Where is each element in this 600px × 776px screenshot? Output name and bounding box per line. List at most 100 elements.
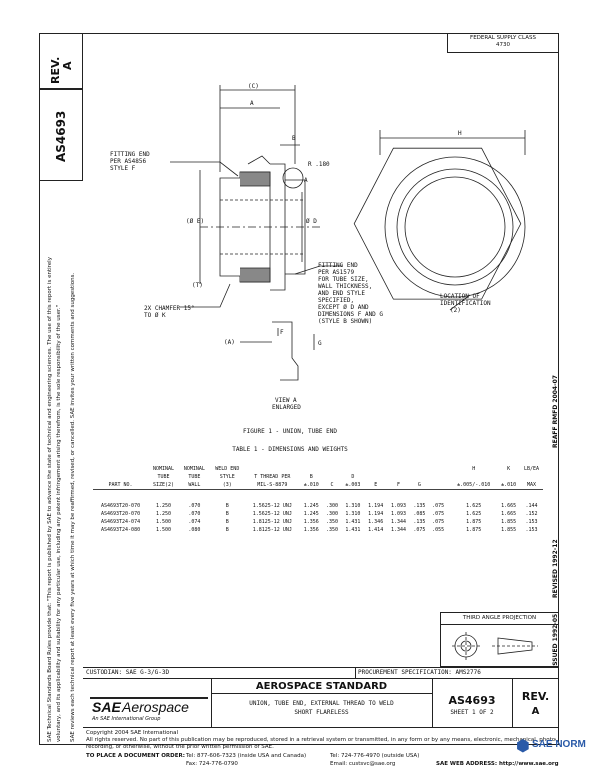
standard-title: AEROSPACE STANDARD: [255, 681, 388, 692]
label-fitting-2-6: EXCEPT Ø D AND: [318, 304, 369, 311]
fsc-value: 4730: [496, 42, 510, 48]
leader-chamfer: [180, 283, 231, 308]
union-tube-end-drawing: (C) A B H FITTING END PER AS4856 STYLE F…: [110, 83, 526, 411]
leader-fitting-end-2: [294, 265, 342, 275]
watermark-text: SAE NORM: [532, 739, 586, 750]
sae-logo-tagline: An SAE International Group: [92, 716, 161, 722]
label-fitting-2-4: AND END STYLE: [318, 290, 365, 297]
title-docnum-divider: [432, 678, 433, 727]
rev-top-box: [39, 33, 83, 89]
rev-top-value: A: [61, 61, 74, 70]
label-a-marker: A: [304, 177, 308, 184]
order-fax: Fax: 724-776-0790: [186, 761, 238, 767]
order-email: Email: custsvc@sae.org: [330, 761, 396, 767]
label-fitting-1a: FITTING END: [110, 151, 150, 158]
label-fitting-2-5: SPECIFIED,: [318, 297, 354, 304]
custodian-bottom-line: [83, 678, 559, 679]
order-label: TO PLACE A DOCUMENT ORDER:: [86, 753, 185, 759]
label-fitting-2-2: FOR TUBE SIZE,: [318, 276, 369, 283]
sae-logo-swoosh-icon: [90, 697, 208, 699]
revised-date: REVISED 1992-12: [552, 539, 559, 598]
third-angle-label: THIRD ANGLE PROJECTION: [462, 615, 537, 621]
label-g: G: [318, 340, 322, 347]
view-a-profile: [272, 321, 299, 381]
label-chamfer-2: TO Ø K: [144, 312, 166, 319]
footer-rights: All rights reserved. No part of this pub…: [86, 737, 556, 743]
fsc-box: [447, 33, 559, 53]
label-e: (Ø E): [186, 218, 204, 225]
watermark-icon: ⬢: [516, 736, 530, 755]
hex-bore-circle: [404, 176, 506, 278]
label-location-2: (2): [450, 307, 461, 314]
leader-fitting-end-1: [170, 161, 239, 177]
title-logo-divider: [211, 678, 212, 727]
title-rev-divider: [512, 678, 513, 727]
notice-line-3: SAE reviews each technical report at lea…: [70, 272, 76, 742]
label-fitting-2-8: (STYLE B SHOWN): [318, 318, 372, 325]
label-a: A: [250, 100, 254, 107]
label-fitting-2-3: WALL THICKNESS,: [318, 283, 372, 290]
order-web: SAE WEB ADDRESS: http://www.sae.org: [436, 761, 559, 767]
rev-bottom-label: REV.: [521, 690, 550, 703]
doc-number: AS4693: [448, 694, 496, 707]
label-c: (C): [248, 83, 259, 90]
label-t: (T): [192, 282, 203, 289]
upper-hatch: [240, 171, 271, 187]
sae-logo-product: Aerospace: [122, 699, 189, 715]
label-fitting-2-7: DIMENSIONS F AND G: [318, 311, 383, 318]
label-h: H: [458, 130, 462, 137]
third-angle-symbol-icon: [452, 632, 538, 660]
footer-recording: recording, or otherwise, without the pri…: [86, 744, 274, 750]
footer-copyright: Copyright 2004 SAE International: [86, 730, 179, 736]
reaffirmed-date: REAFF RMFD 2004-07: [552, 375, 559, 448]
label-d: Ø D: [306, 218, 317, 225]
hex-inner-circle: [396, 168, 514, 286]
order-tel2: Tel: 724-776-4970 (outside USA): [330, 753, 420, 759]
label-view-a: VIEW A: [275, 397, 297, 404]
part-title-line-2: SHORT FLARELESS: [294, 709, 349, 716]
leader-location: [449, 294, 471, 311]
label-enlarged: ENLARGED: [272, 404, 301, 411]
sheet-number: SHEET 1 OF 2: [450, 709, 494, 716]
rev-bottom-value: A: [531, 706, 540, 717]
title-header-line: [211, 693, 432, 694]
order-tel: Tel: 877-606-7323 (inside USA and Canada…: [186, 753, 307, 759]
notice-line-2: voluntary, and its applicability and sui…: [56, 304, 62, 742]
figure-caption: FIGURE 1 - UNION, TUBE END: [243, 428, 337, 435]
watermark-logo: ⬢ SAE NORM: [516, 736, 596, 760]
label-location-0: LOCATION OF: [440, 293, 480, 300]
custodian-label: CUSTODIAN: SAE G-3/G-3D: [86, 669, 170, 676]
label-fitting-1c: STYLE F: [110, 165, 136, 172]
sae-logo: SAE Aerospace An SAE International Group: [90, 695, 208, 723]
sae-logo-brand: SAE: [92, 699, 121, 715]
notice-line-1: SAE Technical Standards Board Rules prov…: [47, 257, 53, 742]
label-location-1: IDENTIFICATION: [440, 300, 491, 307]
table-caption: TABLE 1 - DIMENSIONS AND WEIGHTS: [232, 446, 348, 453]
label-fitting-2-1: PER AS1579: [318, 269, 355, 276]
label-fitting-1b: PER AS4856: [110, 158, 147, 165]
label-chamfer-1: 2X CHAMFER 15°: [144, 305, 195, 312]
part-title-line-1: UNION, TUBE END, EXTERNAL THREAD TO WELD: [249, 700, 394, 707]
doc-number-vertical: AS4693: [54, 110, 68, 162]
lower-hatch: [240, 267, 271, 283]
title-block-bottom: [83, 727, 559, 728]
doc-number-box: [39, 89, 83, 181]
left-strip-divider: [39, 33, 40, 745]
fsc-label: FEDERAL SUPPLY CLASS: [470, 35, 536, 41]
hex-outer-circle: [384, 156, 526, 298]
label-f: F: [280, 329, 284, 336]
procurement-label: PROCUREMENT SPECIFICATION: AMS2776: [358, 669, 481, 676]
third-angle-divider: [440, 624, 559, 625]
view-a-circle: [282, 167, 304, 189]
label-fitting-2-0: FITTING END: [318, 262, 358, 269]
label-r: R .180: [308, 161, 330, 168]
label-a-paren: (A): [224, 339, 235, 346]
label-b: B: [292, 135, 296, 142]
custodian-top-line: [83, 667, 559, 668]
